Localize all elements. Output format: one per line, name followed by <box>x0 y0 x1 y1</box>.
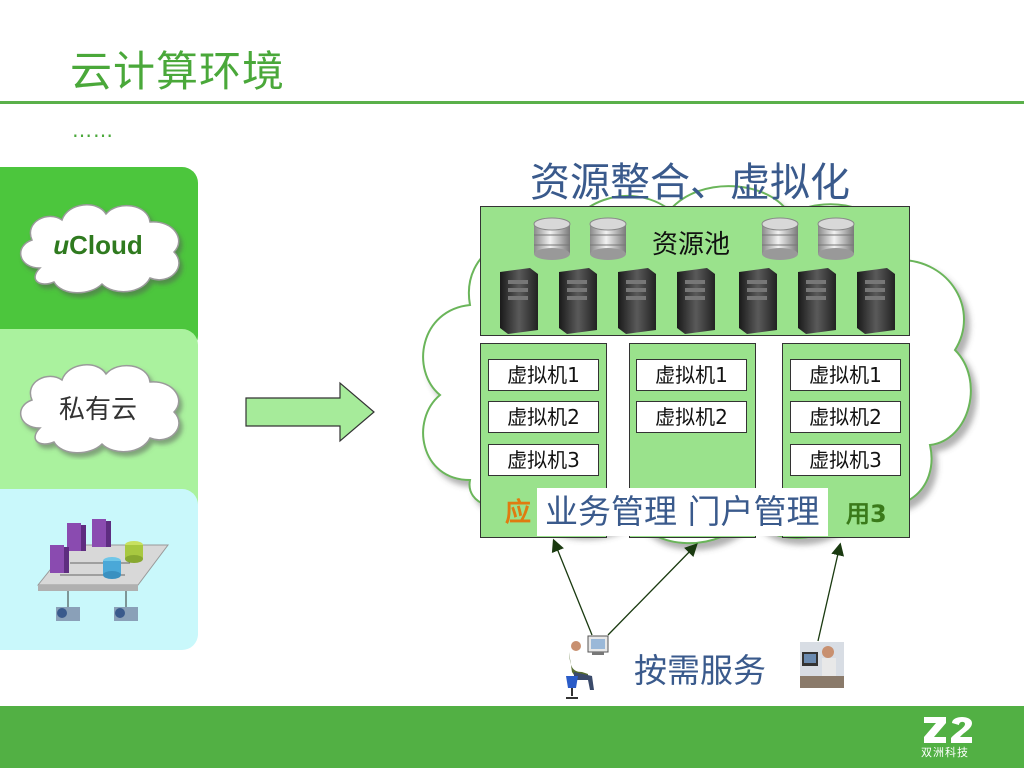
server-tower-icon <box>857 268 895 334</box>
network-infrastructure-icon <box>36 519 169 621</box>
z2-logo-icon <box>924 717 972 743</box>
application-label-fragment: 应 <box>505 498 532 528</box>
arrow-up-icon <box>551 538 593 636</box>
resource-pool-hardware <box>500 217 895 334</box>
ucloud-prefix: u <box>53 230 70 260</box>
ucloud-label: uCloud <box>18 230 178 261</box>
diagram-heading: 资源整合、虚拟化 <box>530 160 850 206</box>
private-cloud-label: 私有云 <box>58 395 137 425</box>
vm-box: 虚拟机1 <box>488 359 599 391</box>
database-icon <box>533 217 571 260</box>
vm-box: 虚拟机2 <box>636 401 747 433</box>
application-label-fragment: 用3 <box>846 500 887 528</box>
vm-box: 虚拟机1 <box>636 359 747 391</box>
vm-box: 虚拟机3 <box>790 444 901 476</box>
user-at-computer-icon <box>566 635 609 699</box>
arrow-up-icon <box>817 542 845 642</box>
vm-box: 虚拟机2 <box>488 401 599 433</box>
database-icon <box>817 217 855 260</box>
resource-pool-label: 资源池 <box>652 230 731 260</box>
on-demand-service-label: 按需服务 <box>634 651 766 690</box>
service-arrows <box>551 538 845 642</box>
ucloud-cloud-icon <box>20 204 180 294</box>
database-icon <box>589 217 627 260</box>
database-icon <box>103 541 143 579</box>
transform-arrow-icon <box>245 381 375 443</box>
arrow-up-icon <box>607 543 698 636</box>
footer-bar <box>0 706 1024 768</box>
vm-box: 虚拟机2 <box>790 401 901 433</box>
title-underline <box>0 101 1024 104</box>
management-overlay-label: 业务管理 门户管理 <box>537 488 828 536</box>
server-tower-icon <box>739 268 777 334</box>
brand-subtitle: 双洲科技 <box>921 746 969 759</box>
server-icon <box>50 519 111 573</box>
user-photo-icon <box>800 642 844 688</box>
database-icon <box>761 217 799 260</box>
server-tower-icon <box>559 268 597 334</box>
private-cloud-icon <box>20 364 180 454</box>
server-tower-icon <box>677 268 715 334</box>
vm-box: 虚拟机1 <box>790 359 901 391</box>
slide-title: 云计算环境 <box>70 47 286 96</box>
vm-box: 虚拟机3 <box>488 444 599 476</box>
server-tower-icon <box>618 268 656 334</box>
server-tower-icon <box>798 268 836 334</box>
server-tower-icon <box>500 268 538 334</box>
ellipsis-text: …… <box>72 118 114 142</box>
ucloud-suffix: Cloud <box>69 230 143 260</box>
workstation-icon <box>56 607 138 621</box>
